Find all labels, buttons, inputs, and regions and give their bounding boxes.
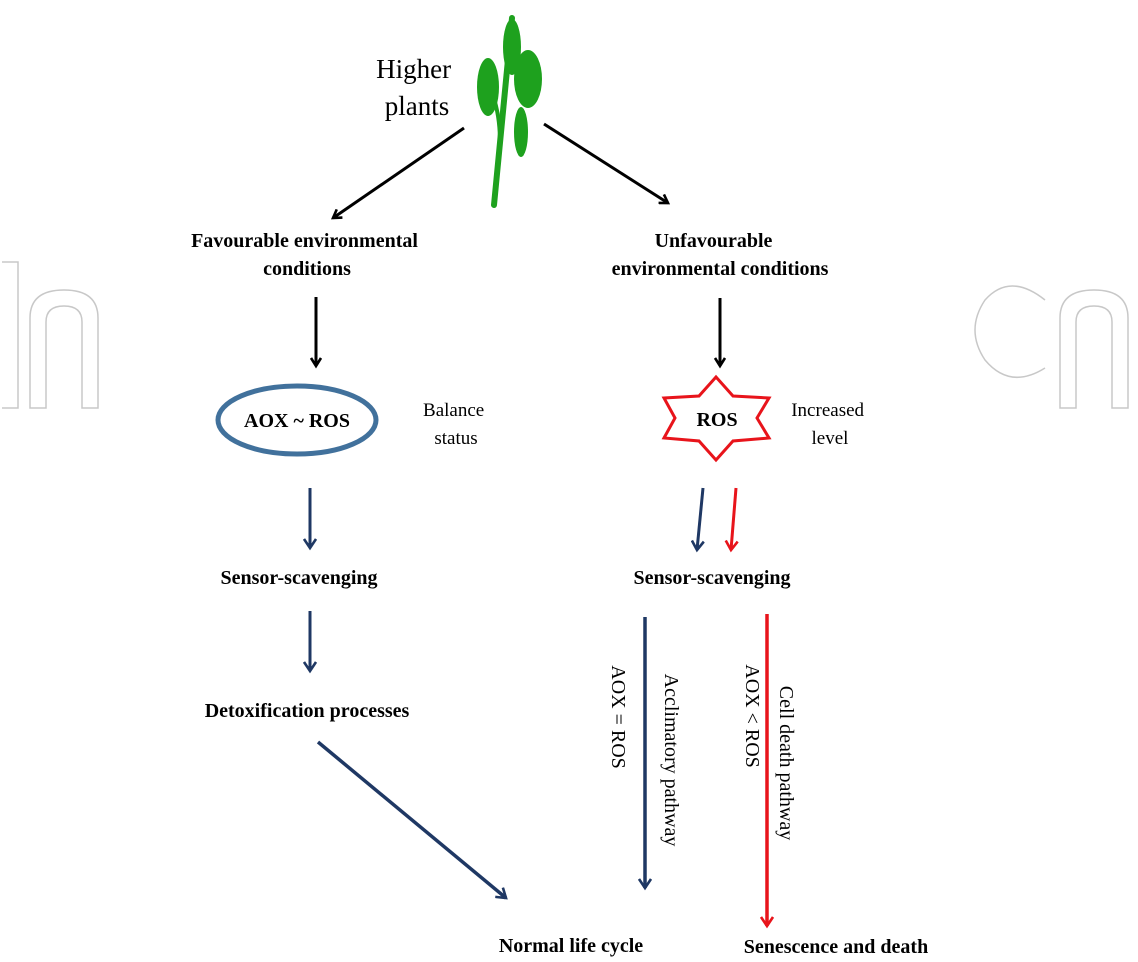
senescence-death-label: Senescence and death	[744, 936, 928, 958]
right-sensor-scavenging: Sensor-scavenging	[633, 567, 790, 589]
plant-icon	[477, 15, 542, 208]
acclimatory-relation-label: AOX = ROS	[607, 665, 629, 769]
cell-death-relation-label: AOX < ROS	[741, 664, 763, 768]
watermark	[2, 261, 1129, 409]
normal-life-cycle-label: Normal life cycle	[499, 935, 643, 957]
balance-node-label: AOX ~ ROS	[244, 410, 350, 432]
balance-ellipse	[215, 383, 379, 457]
arrow-ros-navy	[697, 487, 703, 550]
plant-label: Higher plants	[376, 54, 458, 121]
acclimatory-pathway-label: Acclimatory pathway	[660, 674, 682, 847]
arrow-detox-to-normal	[316, 740, 506, 898]
balance-note: Balance status	[423, 400, 489, 449]
arrow-to-favourable	[333, 126, 465, 218]
ros-node-label: ROS	[696, 409, 737, 431]
cell-death-pathway-label: Cell death pathway	[775, 686, 797, 840]
unfavourable-title: Unfavourable environmental conditions	[612, 230, 829, 280]
favourable-title: Favourable environmental conditions	[191, 230, 423, 280]
detoxification-label: Detoxification processes	[205, 700, 410, 722]
arrow-to-unfavourable	[543, 122, 668, 203]
ros-note: Increased level	[791, 400, 869, 449]
left-sensor-scavenging: Sensor-scavenging	[220, 567, 377, 589]
arrow-ros-red	[731, 487, 736, 550]
ros-star	[661, 374, 772, 463]
